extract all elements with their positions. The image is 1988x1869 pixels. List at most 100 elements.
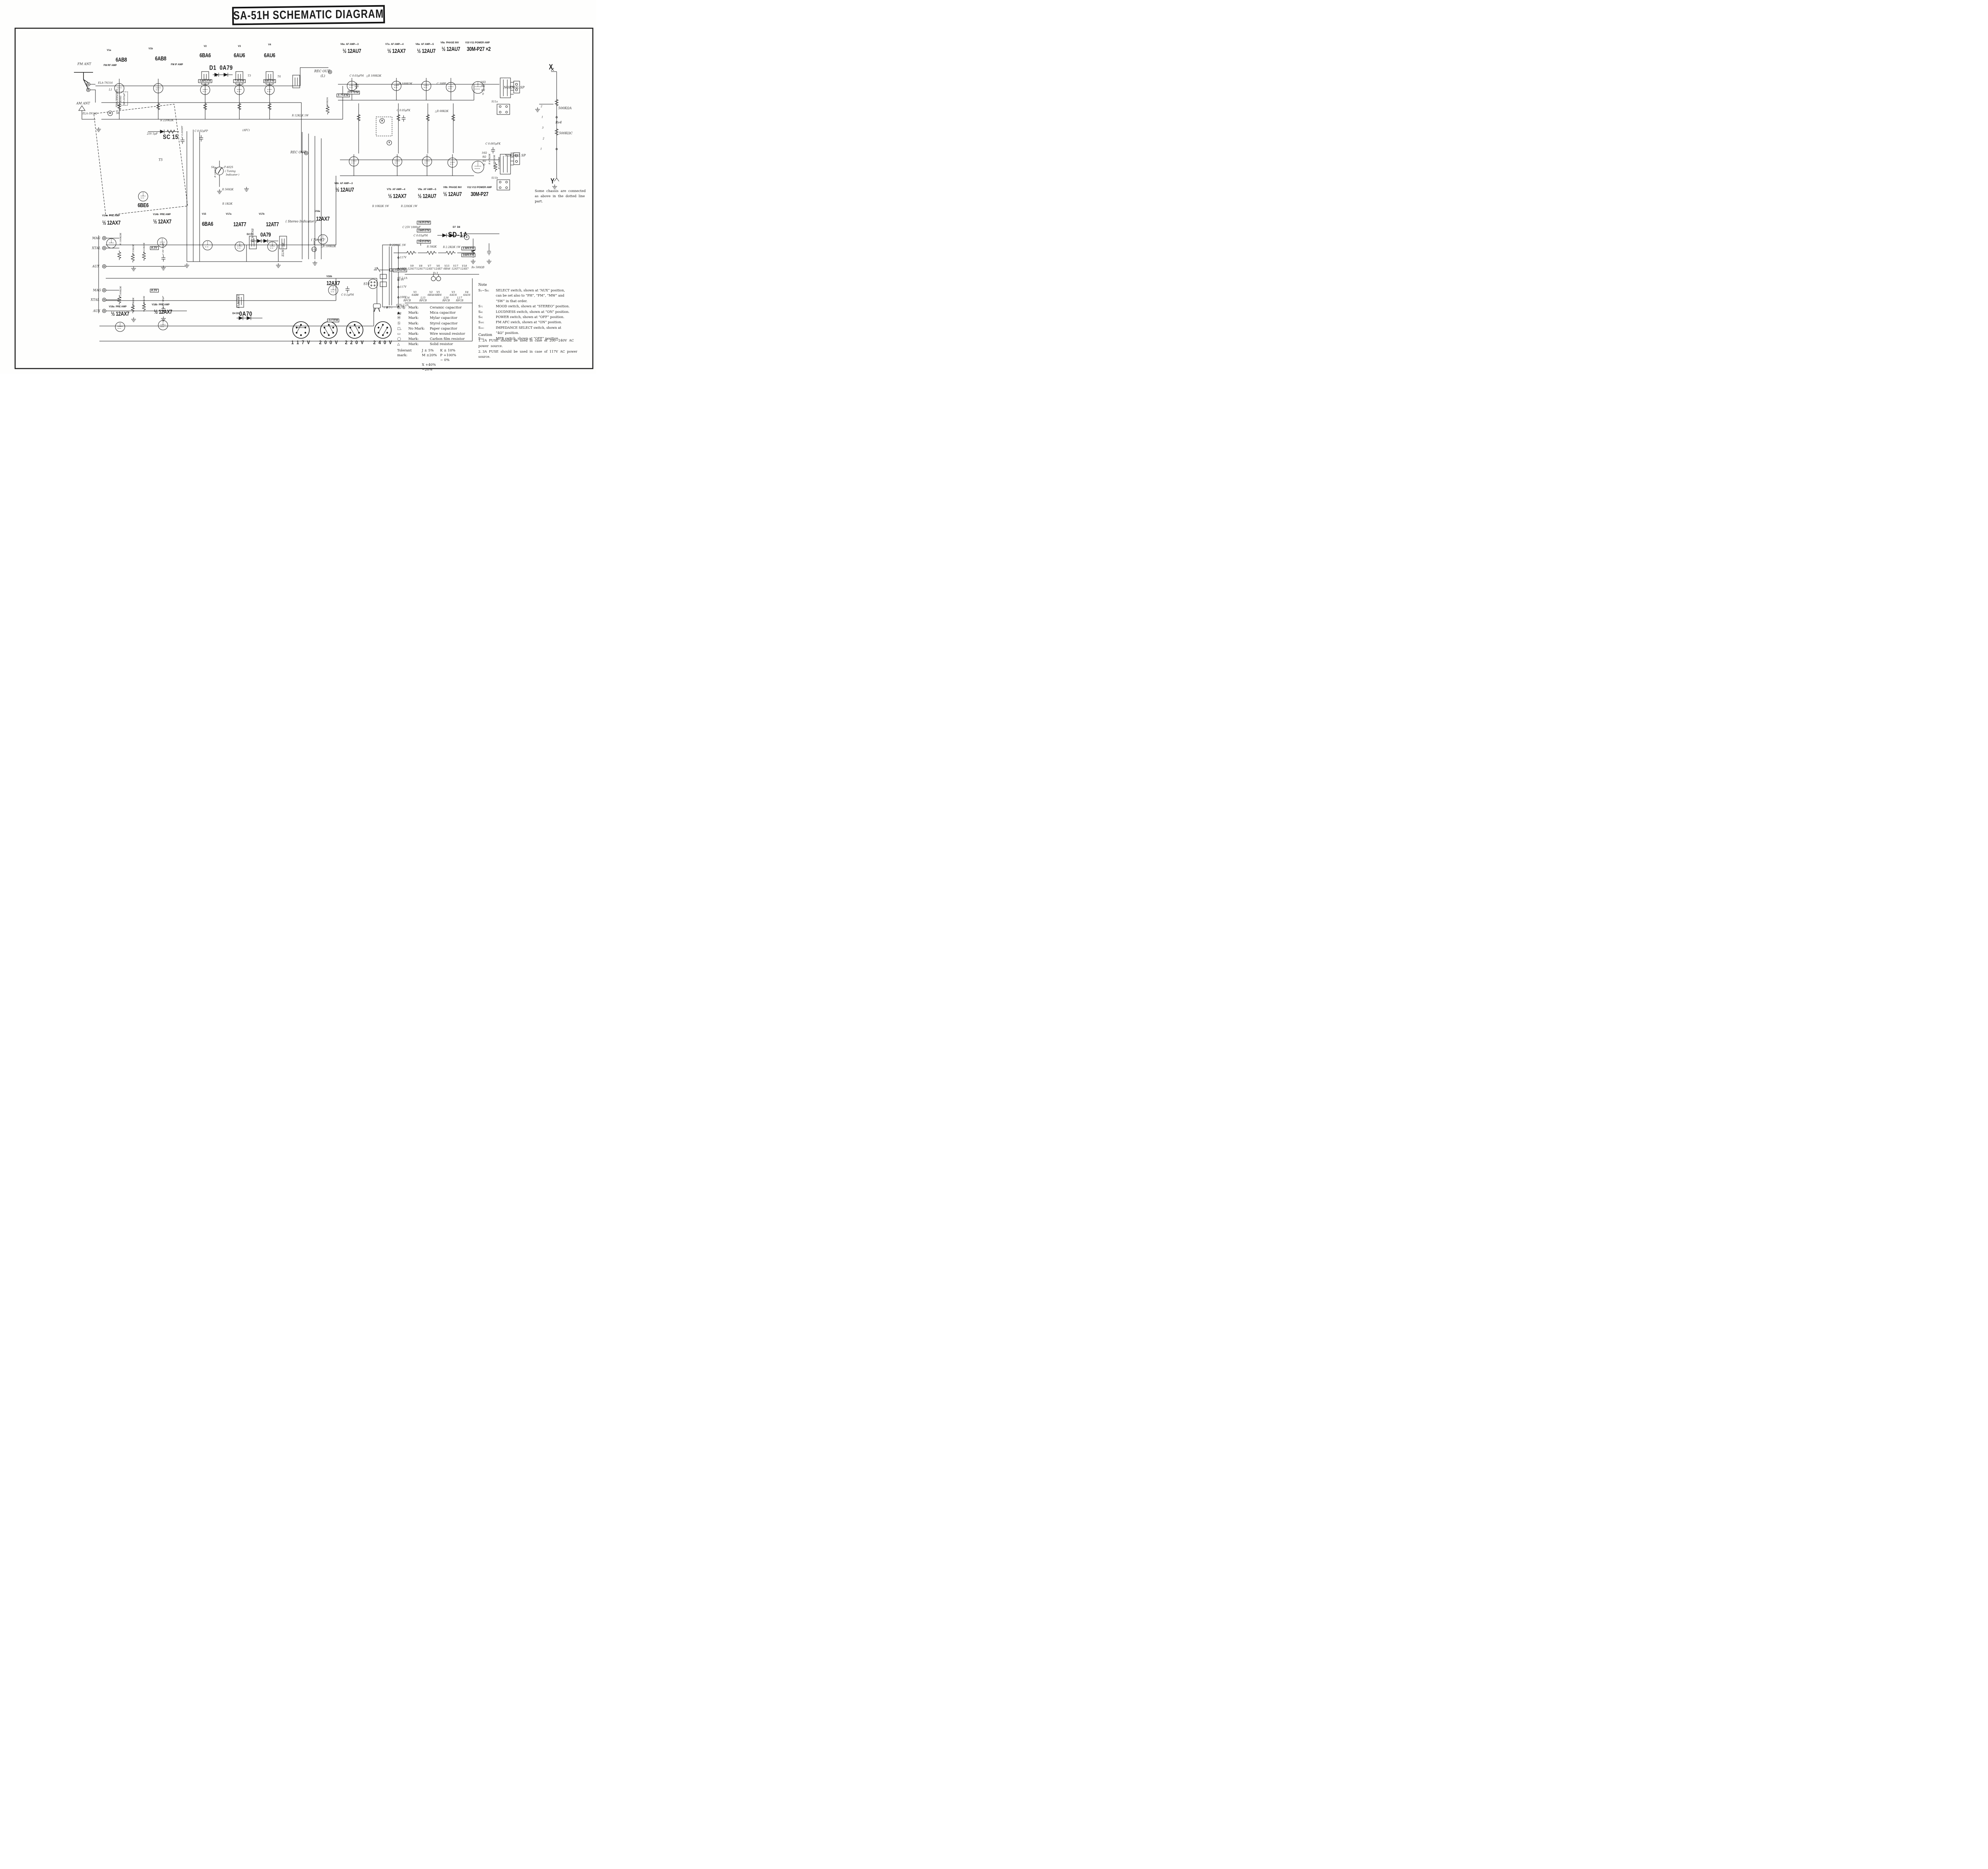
- title-box: SA-51H SCHEMATIC DIAGRAM: [232, 5, 385, 25]
- voltage-selector-plugs: [292, 321, 392, 339]
- diode-0a79-mid: 0A79: [260, 232, 271, 238]
- conn-s14: S14: [363, 282, 370, 286]
- tube-6be6: 6BE6: [138, 202, 149, 209]
- stage-fm-rf-amp: FM RF AMP: [103, 64, 117, 67]
- pot-pin-1b: 1: [540, 148, 542, 151]
- legend-mark-label: Mark:: [408, 316, 419, 320]
- heater-l14: L14 RFCB: [403, 297, 411, 302]
- stage-preamp-14b: V14b PRE AMP: [153, 213, 171, 216]
- note-entry: S₁~S₆:SELECT switch, shown at “AUX” posi…: [478, 288, 590, 304]
- pot-500kc: 500KΩC: [559, 131, 573, 135]
- heater-v7: V7 12AX7: [425, 265, 434, 270]
- tube-12ax7-14a: ½ 12AX7: [102, 220, 120, 226]
- coil-exa2ph036p0: EXA-2PH036P0: [116, 89, 118, 107]
- heater-l15: L15 RFCB: [419, 297, 427, 302]
- page-title: SA-51H SCHEMATIC DIAGRAM: [233, 7, 384, 23]
- tube-12au7-af3-r: ½ 12AU7: [335, 187, 354, 193]
- output-transformers: [500, 78, 520, 175]
- legend-symbol: ▭: [397, 332, 401, 336]
- diode-0a70: 0A70: [239, 310, 252, 317]
- voltage-option-label: 2 4 0 V: [373, 340, 393, 346]
- heater-v2: V2 6BA6: [427, 291, 435, 297]
- legend-desc: Solid resistor: [430, 342, 453, 347]
- tube-6au6-1: 6AU6: [233, 52, 245, 59]
- meter-tuning-2: Indicator ): [226, 173, 239, 177]
- chassis-note-line: as above in the dotted line: [535, 194, 585, 198]
- ann-r22k-in2: R 22KΩK: [143, 296, 146, 307]
- dial-lamp: D L: [433, 272, 439, 276]
- stereo-indicator-note: ( Stereo Indicator ): [285, 219, 316, 223]
- legend-row: ▭ Mark: Wire wound resistor: [397, 332, 475, 337]
- jack-rec-out-l: REC OUT: [314, 69, 330, 73]
- tap-0v-a: 0V: [400, 278, 404, 281]
- bv-161vfm: 161VFM: [417, 240, 431, 244]
- ann-c6v30-2: C 6V 30μF: [162, 296, 165, 309]
- legend-desc: Styrol capacitor: [430, 321, 458, 326]
- ann-c0005fk: C 0.005μFK: [485, 142, 501, 146]
- schematic-page: SA-51H SCHEMATIC DIAGRAM ○, ◎Mark:Cerami…: [0, 0, 596, 374]
- legend-row: △Mark:Solid resistor: [397, 342, 475, 347]
- tube-v17a: V17a: [225, 213, 232, 215]
- legend-mark-label: Mark:: [408, 306, 419, 310]
- stage-af4-l: V7a AF AMP—4: [385, 43, 404, 46]
- jack-aux-2: AUX: [93, 309, 101, 313]
- legend-row: ○, ◎Mark:Ceramic capacitor: [397, 305, 475, 311]
- ann-r33k-in1: R 33KΩK: [132, 244, 135, 255]
- bv-160vfm-2: 160VFM: [461, 253, 476, 257]
- note-entry-key: S₇:: [478, 304, 483, 309]
- ann-r1k: R 1KΩK: [222, 202, 233, 206]
- stage-preamp-14a: V14a PRE AMP: [102, 215, 120, 217]
- note-entry: S₁₁:IMPEDANCE SELECT switch, shown at “4…: [478, 325, 590, 336]
- heater-v9: V9 12AU7: [408, 265, 416, 270]
- bv-68vfm: 68VFM: [263, 79, 276, 83]
- ann-r68k: △R 68KΩK: [435, 110, 449, 113]
- ann-r220k-v: R 220KΩK: [498, 157, 501, 169]
- ann-r220-1w-b: R 220ΩK 1W: [401, 205, 417, 208]
- ann-r220k: R 220KΩK: [160, 119, 174, 122]
- tube-12ax7-18a: ½ 12AX7: [111, 311, 129, 317]
- meter-tuning-1: ( Tuning: [225, 170, 236, 173]
- caution-line: source.: [478, 355, 491, 359]
- legend-row: ▲Mark:Mica capacitor: [397, 311, 475, 316]
- bv-150vfm: 150VFM: [393, 268, 407, 272]
- stage-af5-r: V9a AF AMP—5: [418, 188, 436, 191]
- xfmr-t3: T3: [247, 74, 251, 78]
- ann-r10k-1w: R 10KΩK 1W: [372, 205, 389, 208]
- tube-v1a: V1a: [107, 49, 111, 52]
- legend-row: ◯Mark:Carbon film resistor: [397, 337, 475, 342]
- legend-mark-label: Mark:: [408, 332, 419, 336]
- tube-12ax7-af4-l: ½ 12AX7: [387, 48, 406, 54]
- pot-pin-1a: 1: [541, 116, 544, 119]
- switch-s6: S6: [116, 112, 120, 115]
- jack-aux-1: AUX: [92, 264, 100, 268]
- ann-r100k-a: △R 100KΩK: [366, 74, 382, 78]
- tube-12au7-af5-r: ½ 12AU7: [417, 193, 437, 200]
- jack-mag-1: MAG: [92, 236, 101, 240]
- tube-v16b: V16b: [326, 276, 332, 278]
- legend-desc: Wire wound resistor: [430, 332, 465, 336]
- ann-r22k-in1: R 22KΩK: [143, 243, 146, 254]
- legend-row: □,No Mark:Paper capacitor: [397, 326, 475, 332]
- ann-c6v30-1: C 6V 30μF: [162, 243, 165, 255]
- bv-05v-1: 0.5V: [150, 246, 159, 250]
- note-entry-key: S₁₁:: [478, 325, 484, 330]
- tube-12ax7-af4-r: ½ 12AX7: [388, 193, 406, 200]
- circ-x: X: [379, 118, 385, 124]
- note-entry-text: POWER switch, shown at “OFF” position.: [496, 315, 565, 319]
- ann-r100k-in2: R 100KΩK: [120, 286, 122, 299]
- tube-12ax7-18b: ½ 12AX7: [154, 309, 172, 315]
- switch-s4: S4: [211, 166, 215, 169]
- tube-12au7-af3-l: ½ 12AU7: [342, 48, 361, 54]
- legend-symbol: △: [397, 342, 400, 347]
- note-entry-key: S₉:: [478, 315, 483, 319]
- ann-r100k-in1: R 100KΩK: [120, 233, 122, 245]
- legend-symbol: Ⓢ: [397, 321, 401, 326]
- caution-heading: Caution: [478, 333, 492, 337]
- bv-17vfm-1: 1.7VFM: [336, 93, 350, 97]
- tube-12ax7-16b: 12AX7: [326, 280, 340, 287]
- pot-pin-3: 3: [542, 126, 544, 130]
- stage-power-amp-r: V12 V13 POWER AMP: [467, 186, 492, 189]
- stage-phase-inv-l: V9a PHASE INV: [440, 42, 459, 44]
- sp-normal-2: NORMAL SP: [505, 153, 526, 157]
